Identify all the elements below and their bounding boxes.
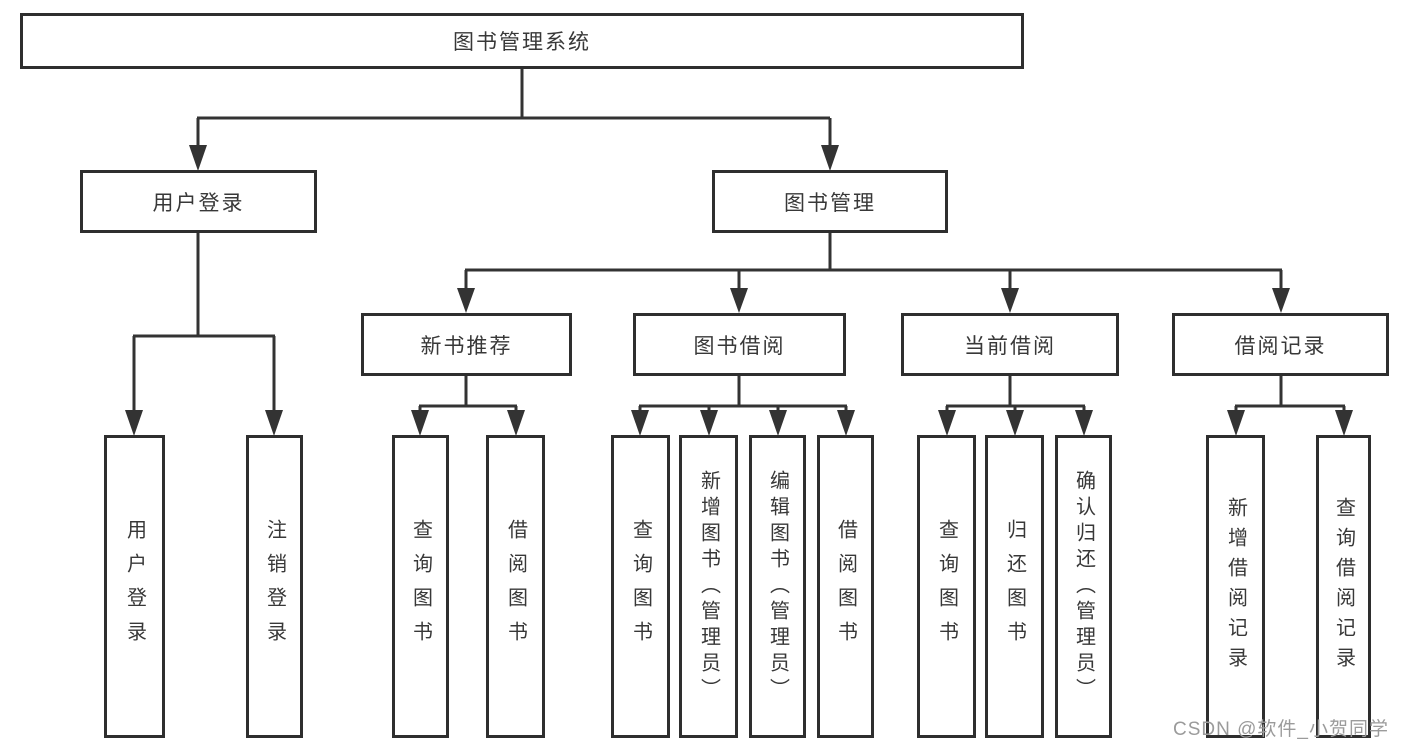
leaf-logout-login: 注销登录 <box>246 435 303 738</box>
node-label: 新增图书（管理员） <box>697 469 720 704</box>
node-book-management: 图书管理 <box>712 170 948 233</box>
node-label: 编辑图书（管理员） <box>766 469 789 704</box>
node-root-system: 图书管理系统 <box>20 13 1024 69</box>
node-label: 借阅记录 <box>1234 334 1327 358</box>
node-label: 查询借阅记录 <box>1332 496 1355 677</box>
node-label: 查询图书 <box>409 518 432 655</box>
leaf-return-book: 归还图书 <box>985 435 1044 738</box>
leaf-query-book-current: 查询图书 <box>917 435 976 738</box>
node-label: 注销登录 <box>263 518 286 655</box>
node-label: 新增借阅记录 <box>1224 496 1247 677</box>
node-new-book-recommend: 新书推荐 <box>361 313 572 376</box>
leaf-edit-book-admin: 编辑图书（管理员） <box>749 435 806 738</box>
node-label: 用户登录 <box>123 518 146 655</box>
leaf-borrow-book-borrow: 借阅图书 <box>817 435 874 738</box>
node-user-login: 用户登录 <box>80 170 317 233</box>
node-label: 图书借阅 <box>693 334 786 358</box>
node-current-borrow: 当前借阅 <box>901 313 1119 376</box>
leaf-add-book-admin: 新增图书（管理员） <box>679 435 738 738</box>
node-borrow-records: 借阅记录 <box>1172 313 1389 376</box>
node-label: 图书管理 <box>784 191 876 215</box>
node-label: 归还图书 <box>1003 518 1026 655</box>
node-book-borrow: 图书借阅 <box>633 313 846 376</box>
leaf-confirm-return-admin: 确认归还（管理员） <box>1055 435 1112 738</box>
leaf-query-borrow-record: 查询借阅记录 <box>1316 435 1371 738</box>
leaf-user-login: 用户登录 <box>104 435 165 738</box>
node-label: 新书推荐 <box>420 334 513 358</box>
leaf-add-borrow-record: 新增借阅记录 <box>1206 435 1265 738</box>
connector-arrowheads <box>125 145 1353 436</box>
node-label: 查询图书 <box>629 518 652 655</box>
leaf-query-book-borrow: 查询图书 <box>611 435 670 738</box>
node-label: 当前借阅 <box>964 334 1056 358</box>
csdn-watermark: CSDN @软件_小贺同学 <box>1173 719 1389 740</box>
leaf-borrow-book-recommend: 借阅图书 <box>486 435 545 738</box>
node-label: 用户登录 <box>152 191 245 215</box>
node-label: 图书管理系统 <box>453 31 591 54</box>
node-label: 查询图书 <box>935 518 958 655</box>
node-label: 借阅图书 <box>504 518 527 655</box>
node-label: 确认归还（管理员） <box>1072 469 1095 704</box>
node-label: 借阅图书 <box>834 518 857 655</box>
leaf-query-book-recommend: 查询图书 <box>392 435 449 738</box>
